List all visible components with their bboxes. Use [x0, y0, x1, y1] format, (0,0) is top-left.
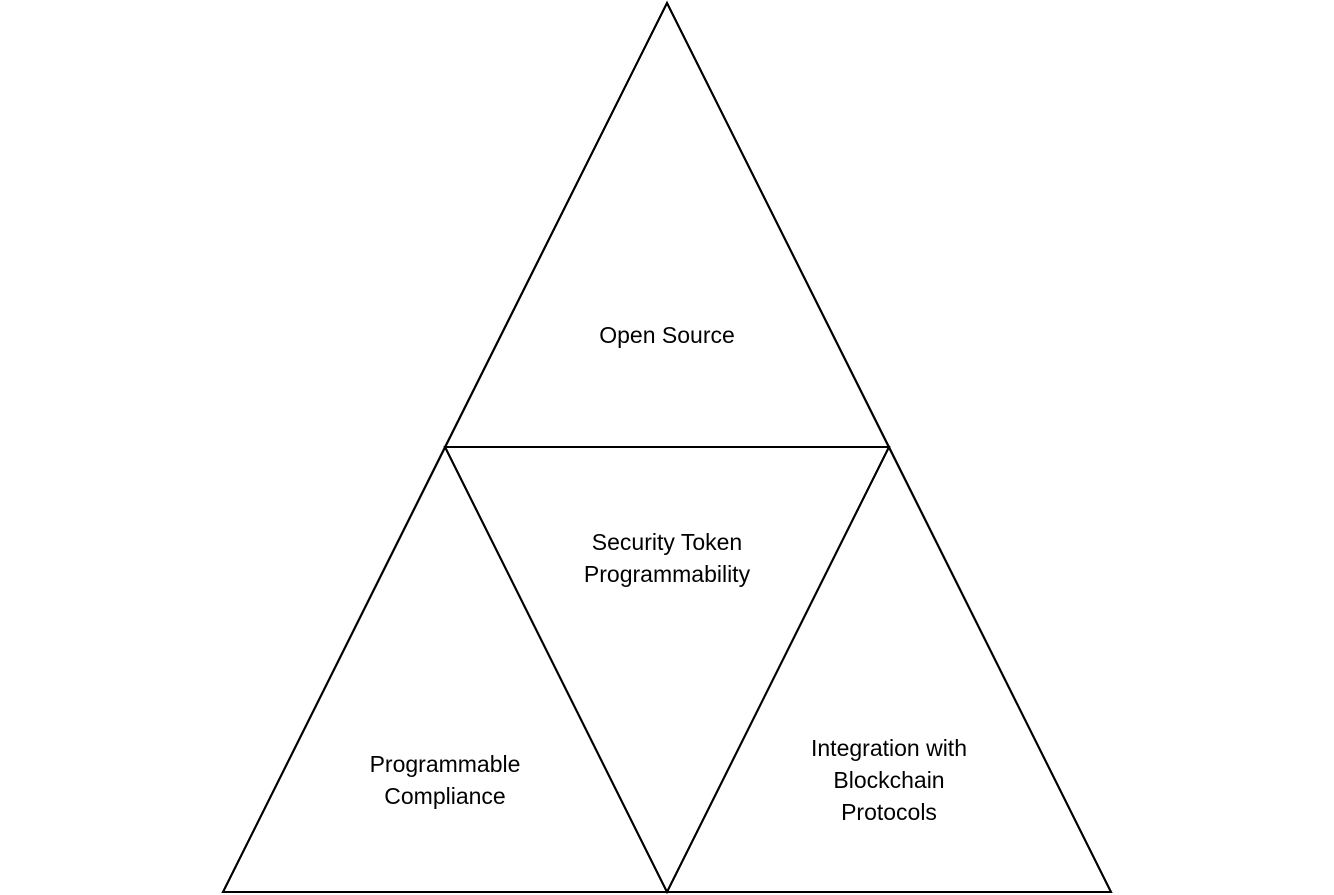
center-inverted-triangle — [443, 446, 891, 895]
label-compliance-line2: Compliance — [384, 783, 505, 809]
bottom-left-triangle — [221, 444, 669, 893]
top-triangle — [443, 0, 891, 448]
label-integration-line2: Blockchain — [833, 767, 944, 793]
label-security-token-line1: Security Token — [592, 529, 742, 555]
label-security-token-line2: Programmability — [584, 561, 751, 587]
bottom-right-triangle — [665, 444, 1113, 893]
label-compliance-line1: Programmable — [370, 751, 521, 777]
label-integration-line3: Protocols — [841, 799, 937, 825]
label-open-source: Open Source — [599, 322, 735, 348]
label-integration-line1: Integration with — [811, 735, 967, 761]
